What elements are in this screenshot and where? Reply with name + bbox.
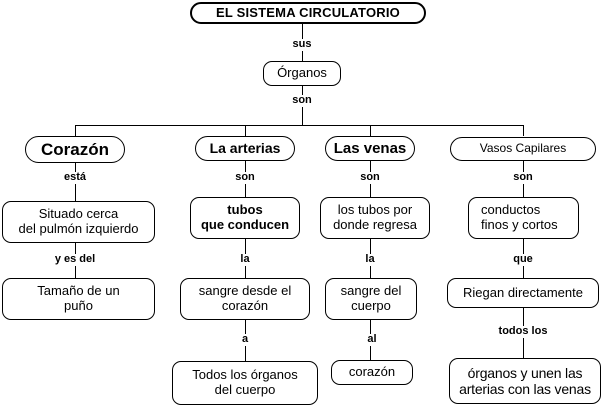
connector-son-to-bus xyxy=(302,107,303,125)
connector-organos-to-son xyxy=(302,86,303,95)
link-label-sus: sus xyxy=(272,39,332,50)
connector-son-to-tubos xyxy=(245,184,246,197)
link-label-a: a xyxy=(225,334,265,345)
branch-node-las-venas: Las venas xyxy=(325,136,415,161)
link-label-la-venas: la xyxy=(345,254,395,265)
connector-son-to-conductos xyxy=(523,184,524,197)
link-label-al: al xyxy=(352,334,392,345)
connector-la-to-sangre-desde xyxy=(245,266,246,278)
link-label-y-es-del: y es del xyxy=(40,254,110,265)
node-conductos-finos-y-cortos: conductos finos y cortos xyxy=(468,197,579,239)
connector-node1-to-yesdel xyxy=(75,243,76,254)
link-label-son-arterias: son xyxy=(215,172,275,183)
node-tamano-de-un-puno: Tamaño de un puño xyxy=(2,278,155,320)
connector-bus-to-corazon xyxy=(75,125,76,136)
connector-bus-to-arterias xyxy=(245,125,246,136)
connector-son-to-tubos-regresa xyxy=(370,184,371,197)
node-los-tubos-por-donde-regresa: los tubos por donde regresa xyxy=(320,197,430,239)
connector-esta-to-node1 xyxy=(75,184,76,201)
connector-sus-to-organos xyxy=(302,51,303,61)
link-label-la-arterias: la xyxy=(220,254,270,265)
node-organos-y-unen-las-arterias-con-las-venas: órganos y unen las arterias con las vena… xyxy=(449,358,601,404)
link-label-que: que xyxy=(498,254,548,265)
node-tubos-que-conducen: tubos que conducen xyxy=(190,197,300,239)
connector-root-to-sus xyxy=(302,24,303,39)
connector-tubos-to-la xyxy=(245,239,246,254)
branch-node-la-arterias: La arterias xyxy=(195,136,295,161)
branch-node-vasos-capilares: Vasos Capilares xyxy=(450,137,596,161)
connector-branch-bus xyxy=(75,125,523,126)
node-todos-los-organos-del-cuerpo: Todos los órganos del cuerpo xyxy=(172,361,318,405)
connector-sangre-to-a xyxy=(245,320,246,334)
branch-node-corazon: Corazón xyxy=(25,136,125,163)
node-situado-cerca-pulmon: Situado cerca del pulmón izquierdo xyxy=(2,201,155,243)
node-riegan-directamente: Riegan directamente xyxy=(447,278,599,308)
connector-conductos-to-que xyxy=(523,239,524,254)
connector-que-to-riegan xyxy=(523,266,524,278)
connector-todoslos-to-organos-unen xyxy=(523,338,524,358)
link-label-todos-los: todos los xyxy=(488,326,558,337)
connector-bus-to-venas xyxy=(370,125,371,136)
connector-a-to-todos-organos xyxy=(245,346,246,361)
connector-corazon-to-esta xyxy=(75,163,76,173)
node-sangre-desde-el-corazon: sangre desde el corazón xyxy=(180,278,310,320)
connector-arterias-to-son xyxy=(245,161,246,172)
node-corazon-destino: corazón xyxy=(331,360,413,385)
connector-yesdel-to-node2 xyxy=(75,266,76,278)
connector-sangre-cuerpo-to-al xyxy=(370,320,371,334)
connector-bus-to-capilares xyxy=(523,125,524,136)
connector-riegan-to-todoslos xyxy=(523,308,524,326)
link-label-son-branches: son xyxy=(272,95,332,106)
connector-al-to-corazon xyxy=(370,346,371,360)
link-label-son-venas: son xyxy=(340,172,400,183)
connector-venas-to-son xyxy=(370,161,371,172)
connector-tubos-regresa-to-la xyxy=(370,239,371,254)
node-sangre-del-cuerpo: sangre del cuerpo xyxy=(325,278,417,320)
connector-la-to-sangre-cuerpo xyxy=(370,266,371,278)
link-label-son-capilares: son xyxy=(493,172,553,183)
root-node-sistema-circulatorio: EL SISTEMA CIRCULATORIO xyxy=(190,2,426,24)
connector-capilares-to-son xyxy=(523,161,524,172)
node-organos: Órganos xyxy=(263,61,341,86)
link-label-esta: está xyxy=(45,172,105,183)
